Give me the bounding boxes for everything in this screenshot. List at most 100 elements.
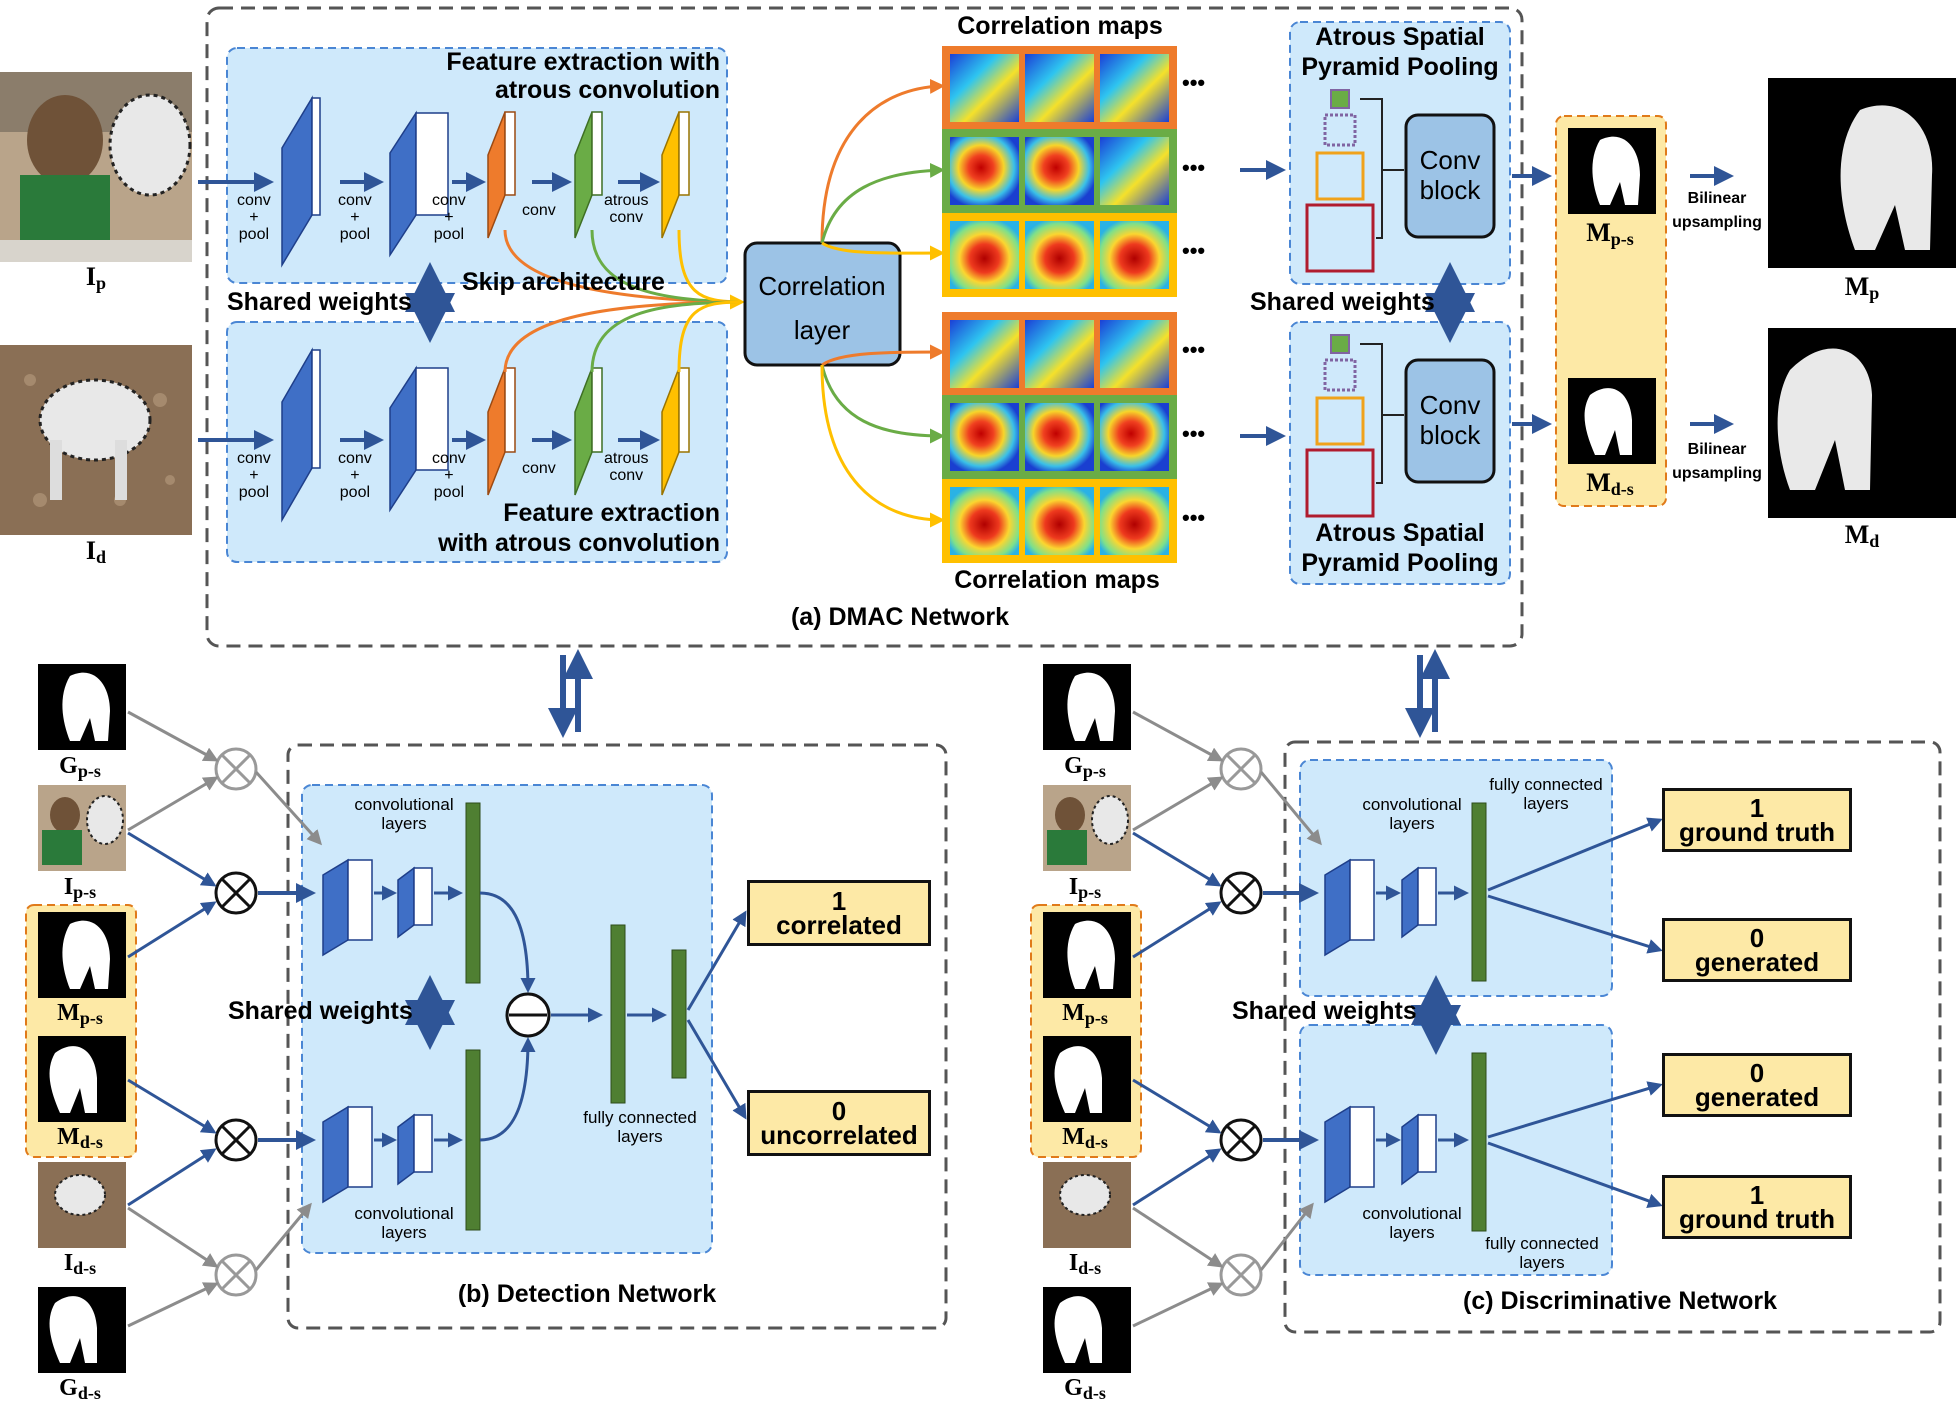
conn-gray-to-det-bottom xyxy=(254,1202,312,1271)
conn-ips-blue xyxy=(127,831,217,887)
multiply-node-top-left xyxy=(214,871,258,915)
img-gps-left xyxy=(38,664,126,750)
multiply-node-bottom-right xyxy=(1219,1118,1263,1162)
layer-label-top-2: conv+pool xyxy=(338,192,372,243)
conn-mds-blue xyxy=(127,1078,217,1134)
bottom-layer-5-yellow xyxy=(661,367,690,496)
conn-mps-blue xyxy=(127,901,217,959)
label-mps-left: Mp-s xyxy=(57,1000,103,1028)
conn-ids-gray xyxy=(127,1206,219,1268)
layer-label-top-1: conv+pool xyxy=(237,192,271,243)
conn-r-ids-gray xyxy=(1132,1206,1224,1268)
mask-mds xyxy=(1568,378,1656,464)
corr-arrow-5 xyxy=(820,364,945,444)
aspp-pyramid-bottom xyxy=(1305,334,1404,518)
conn-r-mps-blue xyxy=(1132,901,1222,959)
ellipsis-3: ••• xyxy=(1182,238,1206,263)
layer-label-bot-3: conv+pool xyxy=(432,450,466,501)
conv-block-bottom xyxy=(1404,358,1496,484)
shared-weights-label-aspp: Shared weights xyxy=(1250,288,1435,316)
bottom-layer-1 xyxy=(281,347,321,523)
multiply-node-top-right xyxy=(1219,871,1263,915)
det-fc-top xyxy=(465,802,481,984)
label-gds-right: Gd-s xyxy=(1064,1375,1106,1403)
label-gds-left: Gd-s xyxy=(59,1375,101,1403)
disc-shared-weights-label: Shared weights xyxy=(1232,997,1417,1025)
det-arrow-out-top xyxy=(686,910,747,1011)
mask-mps xyxy=(1568,128,1656,214)
corr-maps-bottom xyxy=(942,312,1177,563)
conv-block-top xyxy=(1404,113,1496,239)
top-layer-1 xyxy=(281,95,321,268)
corr-maps-top xyxy=(942,46,1177,297)
input-image-ip xyxy=(0,72,192,262)
conn-r-gray-to-disc-top xyxy=(1259,771,1322,846)
conn-gray-to-det-top xyxy=(254,770,323,846)
img-mds-right xyxy=(1043,1036,1131,1122)
bottom-layer-3-orange xyxy=(487,367,516,496)
multiply-node-gray-top-left xyxy=(214,747,258,791)
ellipsis-2: ••• xyxy=(1182,155,1206,180)
label-mps: Mp-s xyxy=(1586,218,1634,249)
det-conv-top-2 xyxy=(397,866,433,939)
corr-arrow-6 xyxy=(820,364,945,528)
img-mps-right xyxy=(1043,912,1131,998)
conn-gds-gray xyxy=(127,1282,219,1328)
disc-arrow-out-2 xyxy=(1487,894,1663,954)
multiply-node-gray-bottom-right xyxy=(1219,1253,1263,1297)
multiply-node-gray-top-right xyxy=(1219,747,1263,791)
detection-frame xyxy=(286,743,948,1330)
skip-yellow-bottom xyxy=(677,300,743,373)
corr-arrow-4 xyxy=(821,344,945,367)
img-mds-left xyxy=(38,1036,126,1122)
output-mask-md xyxy=(1768,328,1956,518)
top-layer-2 xyxy=(389,110,449,258)
multiply-node-gray-bottom-left xyxy=(214,1253,258,1297)
conn-r-gray-to-disc-bottom xyxy=(1259,1202,1314,1271)
label-gps-left: Gp-s xyxy=(59,753,101,781)
disc-fc-top xyxy=(1471,802,1487,982)
conn-ips-gray xyxy=(127,776,219,832)
conn-r-ids-blue xyxy=(1132,1148,1222,1207)
aspp-pyramid-top xyxy=(1305,89,1404,273)
bottom-layer-4-green xyxy=(574,367,603,496)
top-layer-4-green xyxy=(574,111,603,239)
det-to-subtract-bottom xyxy=(479,1037,536,1142)
conn-r-gds-gray xyxy=(1132,1282,1224,1328)
ellipsis-1: ••• xyxy=(1182,70,1206,95)
conn-r-ips-gray xyxy=(1132,776,1224,832)
disc-arrow-out-4 xyxy=(1487,1141,1663,1208)
feature-panel-top xyxy=(226,47,728,284)
img-ips-right xyxy=(1043,785,1131,871)
det-arrow-out-bottom xyxy=(686,1019,747,1120)
conn-gps-gray xyxy=(127,710,219,762)
det-conv-top-1 xyxy=(322,858,373,957)
label-mds-right: Md-s xyxy=(1062,1124,1108,1152)
label-ids-left: Id-s xyxy=(63,1250,97,1278)
skip-architecture-label: Skip architecture xyxy=(462,268,665,296)
disc-conv-bot-2 xyxy=(1401,1113,1437,1186)
label-ips-right: Ip-s xyxy=(1068,874,1102,902)
dmac-title: (a) DMAC Network xyxy=(790,603,1010,631)
disc-panel-top xyxy=(1299,759,1613,997)
disc-conv-bot-1 xyxy=(1324,1105,1375,1204)
corr-arrow-3 xyxy=(821,241,945,261)
label-mds: Md-s xyxy=(1586,468,1634,499)
